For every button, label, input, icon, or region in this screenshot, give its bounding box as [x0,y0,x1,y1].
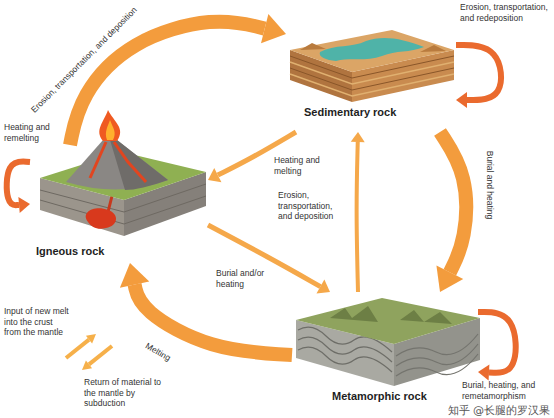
hill [420,45,446,52]
arrow-shaft [357,142,358,292]
cycle-arrow [120,263,292,355]
rock-type-label: Igneous rock [36,245,104,258]
note-text: Return of material to the mantle by subd… [84,377,164,409]
hill [300,43,326,50]
fold-line [396,344,478,366]
input-arrowhead [86,334,96,344]
eruption [99,110,120,141]
igneous-block [40,110,206,236]
input-arrow [66,340,89,358]
fold-line [396,354,478,376]
eruption-core [106,120,115,140]
process-label: Heating and melting [274,155,322,176]
rock-type-node: Igneous rock [30,145,208,263]
lake [320,38,424,61]
process-label: Erosion, transportation, and deposition [29,5,139,115]
crag [330,306,378,322]
cycle-arrow [7,161,30,212]
cycle-arrow [351,132,365,292]
metamorphic-block [296,298,480,386]
cycle-arrow [208,225,330,294]
arrow-shaft [440,132,466,272]
subduction-arrowhead [82,361,92,371]
cycle-arrow [456,45,501,108]
process-label: Erosion, transportation, and deposition [278,190,348,222]
arrow-head [478,365,489,381]
process-label: Burial and/or heating [216,268,276,289]
block-top [296,298,480,344]
process-label: Burial, heating, and remetamorphism [462,380,552,401]
volcano-cone [66,140,168,190]
crag [400,310,452,324]
sedimentary-block [290,30,454,102]
watermark: 知乎 @长腿的罗汉果 [448,404,551,417]
conduit [108,196,112,212]
lava-flow [90,142,106,178]
arrow-shaft [7,161,30,205]
note-text: Input of new melt into the crust from th… [4,306,70,338]
arrow-head [436,266,463,292]
arrow-shaft [478,312,516,373]
arrow-head [208,168,221,182]
volcano-shade [110,140,168,190]
process-label: Melting [143,341,172,364]
arrow-shaft [456,45,501,100]
rock-type-node: Metamorphic rock [292,292,478,410]
arrow-shaft [135,285,292,355]
rock-type-label: Metamorphic rock [332,390,427,403]
mantle-arrows [66,334,112,370]
fold-line [298,337,392,362]
process-label: Heating and remelting [4,122,58,143]
cycle-arrow [436,132,466,292]
arrow-head [18,197,30,213]
rock-type-node: Sedimentary rock [286,28,456,132]
lava-flow [114,142,146,182]
arrow-head [316,280,330,294]
process-label: Erosion, transportation, and redepositio… [460,2,552,23]
fold-line [298,347,392,372]
subduction-arrow [89,346,112,364]
rock-type-label: Sedimentary rock [304,106,396,119]
process-label: Burial and heating [485,151,496,220]
arrow-head [351,132,365,142]
arrow-head [120,263,149,288]
cycle-arrow [478,312,516,381]
arrow-head [261,14,286,43]
arrow-head [456,92,467,108]
magma-chamber [86,208,116,228]
strata-line [290,74,454,96]
block-top [290,30,454,72]
rock-layer [40,196,206,224]
